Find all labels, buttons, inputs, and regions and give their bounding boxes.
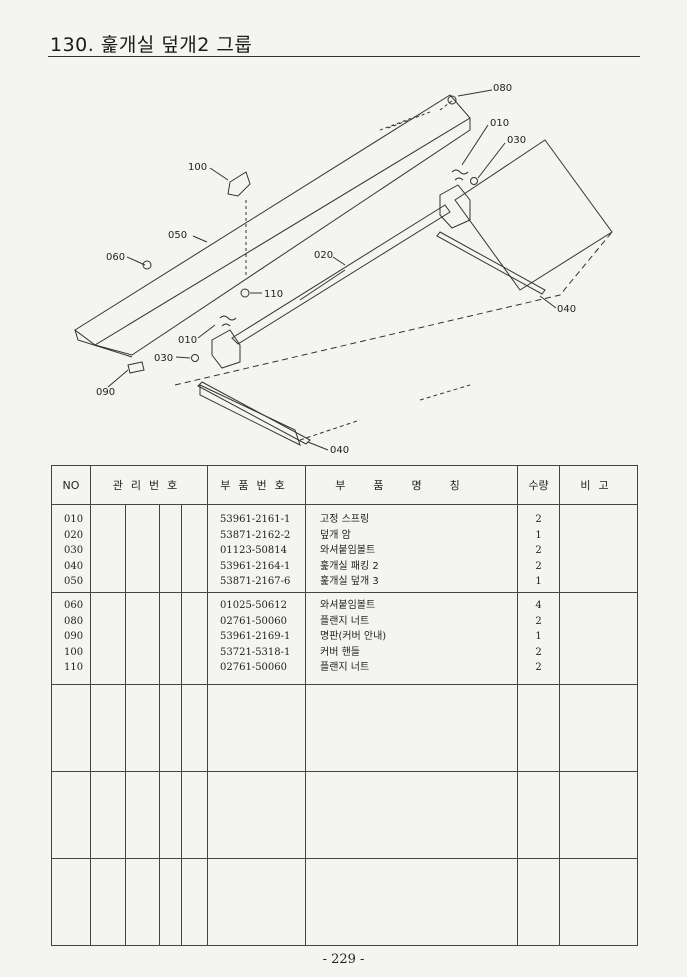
- mgmt-cell: [90, 592, 208, 685]
- row-name: 명판(커버 안내): [320, 631, 387, 642]
- row-part-no: 53871-2162-2: [220, 529, 291, 541]
- parts-table: NO 관리번호 부품번호 부품명칭 수량 비고 010 020 030 040 …: [51, 465, 638, 946]
- callout-050: 050: [168, 230, 187, 241]
- callout-090: 090: [96, 387, 115, 398]
- row-qty: 2: [535, 545, 542, 556]
- part-name-cell: 고정 스프링 덮개 암 와셔붙임볼트 훑개실 패킹 2 훑개실 덮개 3: [305, 504, 518, 593]
- no-cell: 060 080 090 100 110: [51, 592, 91, 685]
- parts-diagram: 080 010 030 100 050 060 020 110 010 030 …: [74, 83, 613, 456]
- row-part-no: 02761-50060: [220, 615, 288, 627]
- row-no: 090: [64, 631, 84, 642]
- row-name: 플랜지 너트: [320, 662, 370, 673]
- part-name-cell: 와셔붙임볼트 플랜지 너트 명판(커버 안내) 커버 핸들 플랜지 너트: [305, 592, 518, 685]
- callout-040-lower: 040: [330, 445, 349, 456]
- table-header-row: NO 관리번호 부품번호 부품명칭 수량 비고: [51, 465, 638, 505]
- cover-panel: [74, 94, 471, 346]
- row-name: 훑개실 덮개 3: [320, 576, 379, 587]
- row-no: 110: [64, 662, 84, 673]
- qty-cell: 2 1 2 2 1: [517, 504, 560, 593]
- mgmt-cell: [90, 504, 208, 593]
- cover-arm: [231, 204, 451, 345]
- header-mgmt: 관리번호: [90, 465, 208, 505]
- table-block-empty: [51, 858, 638, 946]
- row-no: 020: [64, 529, 84, 541]
- row-qty: 2: [535, 662, 542, 673]
- callout-030: 030: [507, 135, 526, 146]
- page-title: 130. 훑개실 덮개2 그룹: [50, 34, 253, 56]
- row-part-no: 01123-50814: [220, 545, 288, 556]
- page-number: - 229 -: [322, 952, 365, 967]
- row-qty: 1: [535, 529, 542, 541]
- row-name: 고정 스프링: [320, 514, 370, 525]
- packing-rod-left: [197, 381, 311, 445]
- row-name: 와셔붙임볼트: [320, 600, 376, 611]
- table-block-empty: [51, 684, 638, 772]
- row-part-no: 02761-50060: [220, 662, 288, 673]
- row-no: 060: [64, 600, 84, 611]
- table-block: 060 080 090 100 110 01025-50612 02761-50…: [51, 592, 638, 685]
- row-name: 훑개실 패킹 2: [320, 560, 379, 572]
- row-qty: 2: [535, 615, 542, 627]
- callout-010-lower: 010: [178, 335, 197, 346]
- callout-060: 060: [106, 252, 125, 263]
- header-part-no: 부품번호: [207, 465, 306, 505]
- row-part-no: 53961-2169-1: [220, 631, 291, 642]
- row-no: 100: [64, 646, 84, 658]
- remarks-cell: [559, 592, 638, 685]
- row-part-no: 53961-2161-1: [220, 514, 291, 525]
- row-qty: 1: [535, 631, 542, 642]
- no-cell: 010 020 030 040 050: [51, 504, 91, 593]
- row-qty: 2: [535, 646, 542, 658]
- row-name: 와셔붙임볼트: [320, 545, 376, 556]
- callout-040-right: 040: [557, 304, 576, 315]
- row-qty: 4: [535, 600, 542, 611]
- callout-100: 100: [188, 162, 207, 173]
- table-block: 010 020 030 040 050 53961-2161-1 53871-2…: [51, 504, 638, 593]
- row-qty: 2: [535, 514, 542, 525]
- remarks-cell: [559, 504, 638, 593]
- qty-cell: 4 2 1 2 2: [517, 592, 560, 685]
- row-name: 덮개 암: [320, 529, 351, 541]
- cover-handle: [227, 171, 251, 197]
- table-block-empty: [51, 771, 638, 859]
- row-no: 040: [64, 560, 84, 572]
- row-no: 030: [64, 545, 84, 556]
- callout-110: 110: [264, 289, 283, 300]
- row-name: 플랜지 너트: [320, 615, 370, 627]
- title-rule: [48, 56, 640, 57]
- callout-080: 080: [493, 83, 512, 94]
- row-no: 010: [64, 514, 84, 525]
- header-qty: 수량: [517, 465, 560, 505]
- row-part-no: 53961-2164-1: [220, 560, 291, 572]
- callout-010: 010: [490, 118, 509, 129]
- packing-rod-right: [436, 231, 546, 295]
- row-no: 080: [64, 615, 84, 627]
- part-no-cell: 01025-50612 02761-50060 53961-2169-1 537…: [207, 592, 306, 685]
- row-part-no: 53871-2167-6: [220, 576, 291, 587]
- callout-020: 020: [314, 250, 333, 261]
- row-qty: 1: [535, 576, 542, 587]
- row-name: 커버 핸들: [320, 646, 360, 658]
- header-part-name: 부품명칭: [305, 465, 518, 505]
- part-no-cell: 53961-2161-1 53871-2162-2 01123-50814 53…: [207, 504, 306, 593]
- header-no: NO: [51, 465, 91, 505]
- row-part-no: 53721-5318-1: [220, 646, 291, 658]
- header-remarks: 비고: [559, 465, 638, 505]
- callout-030-lower: 030: [154, 353, 173, 364]
- row-no: 050: [64, 576, 84, 587]
- row-qty: 2: [535, 560, 542, 572]
- row-part-no: 01025-50612: [220, 600, 288, 611]
